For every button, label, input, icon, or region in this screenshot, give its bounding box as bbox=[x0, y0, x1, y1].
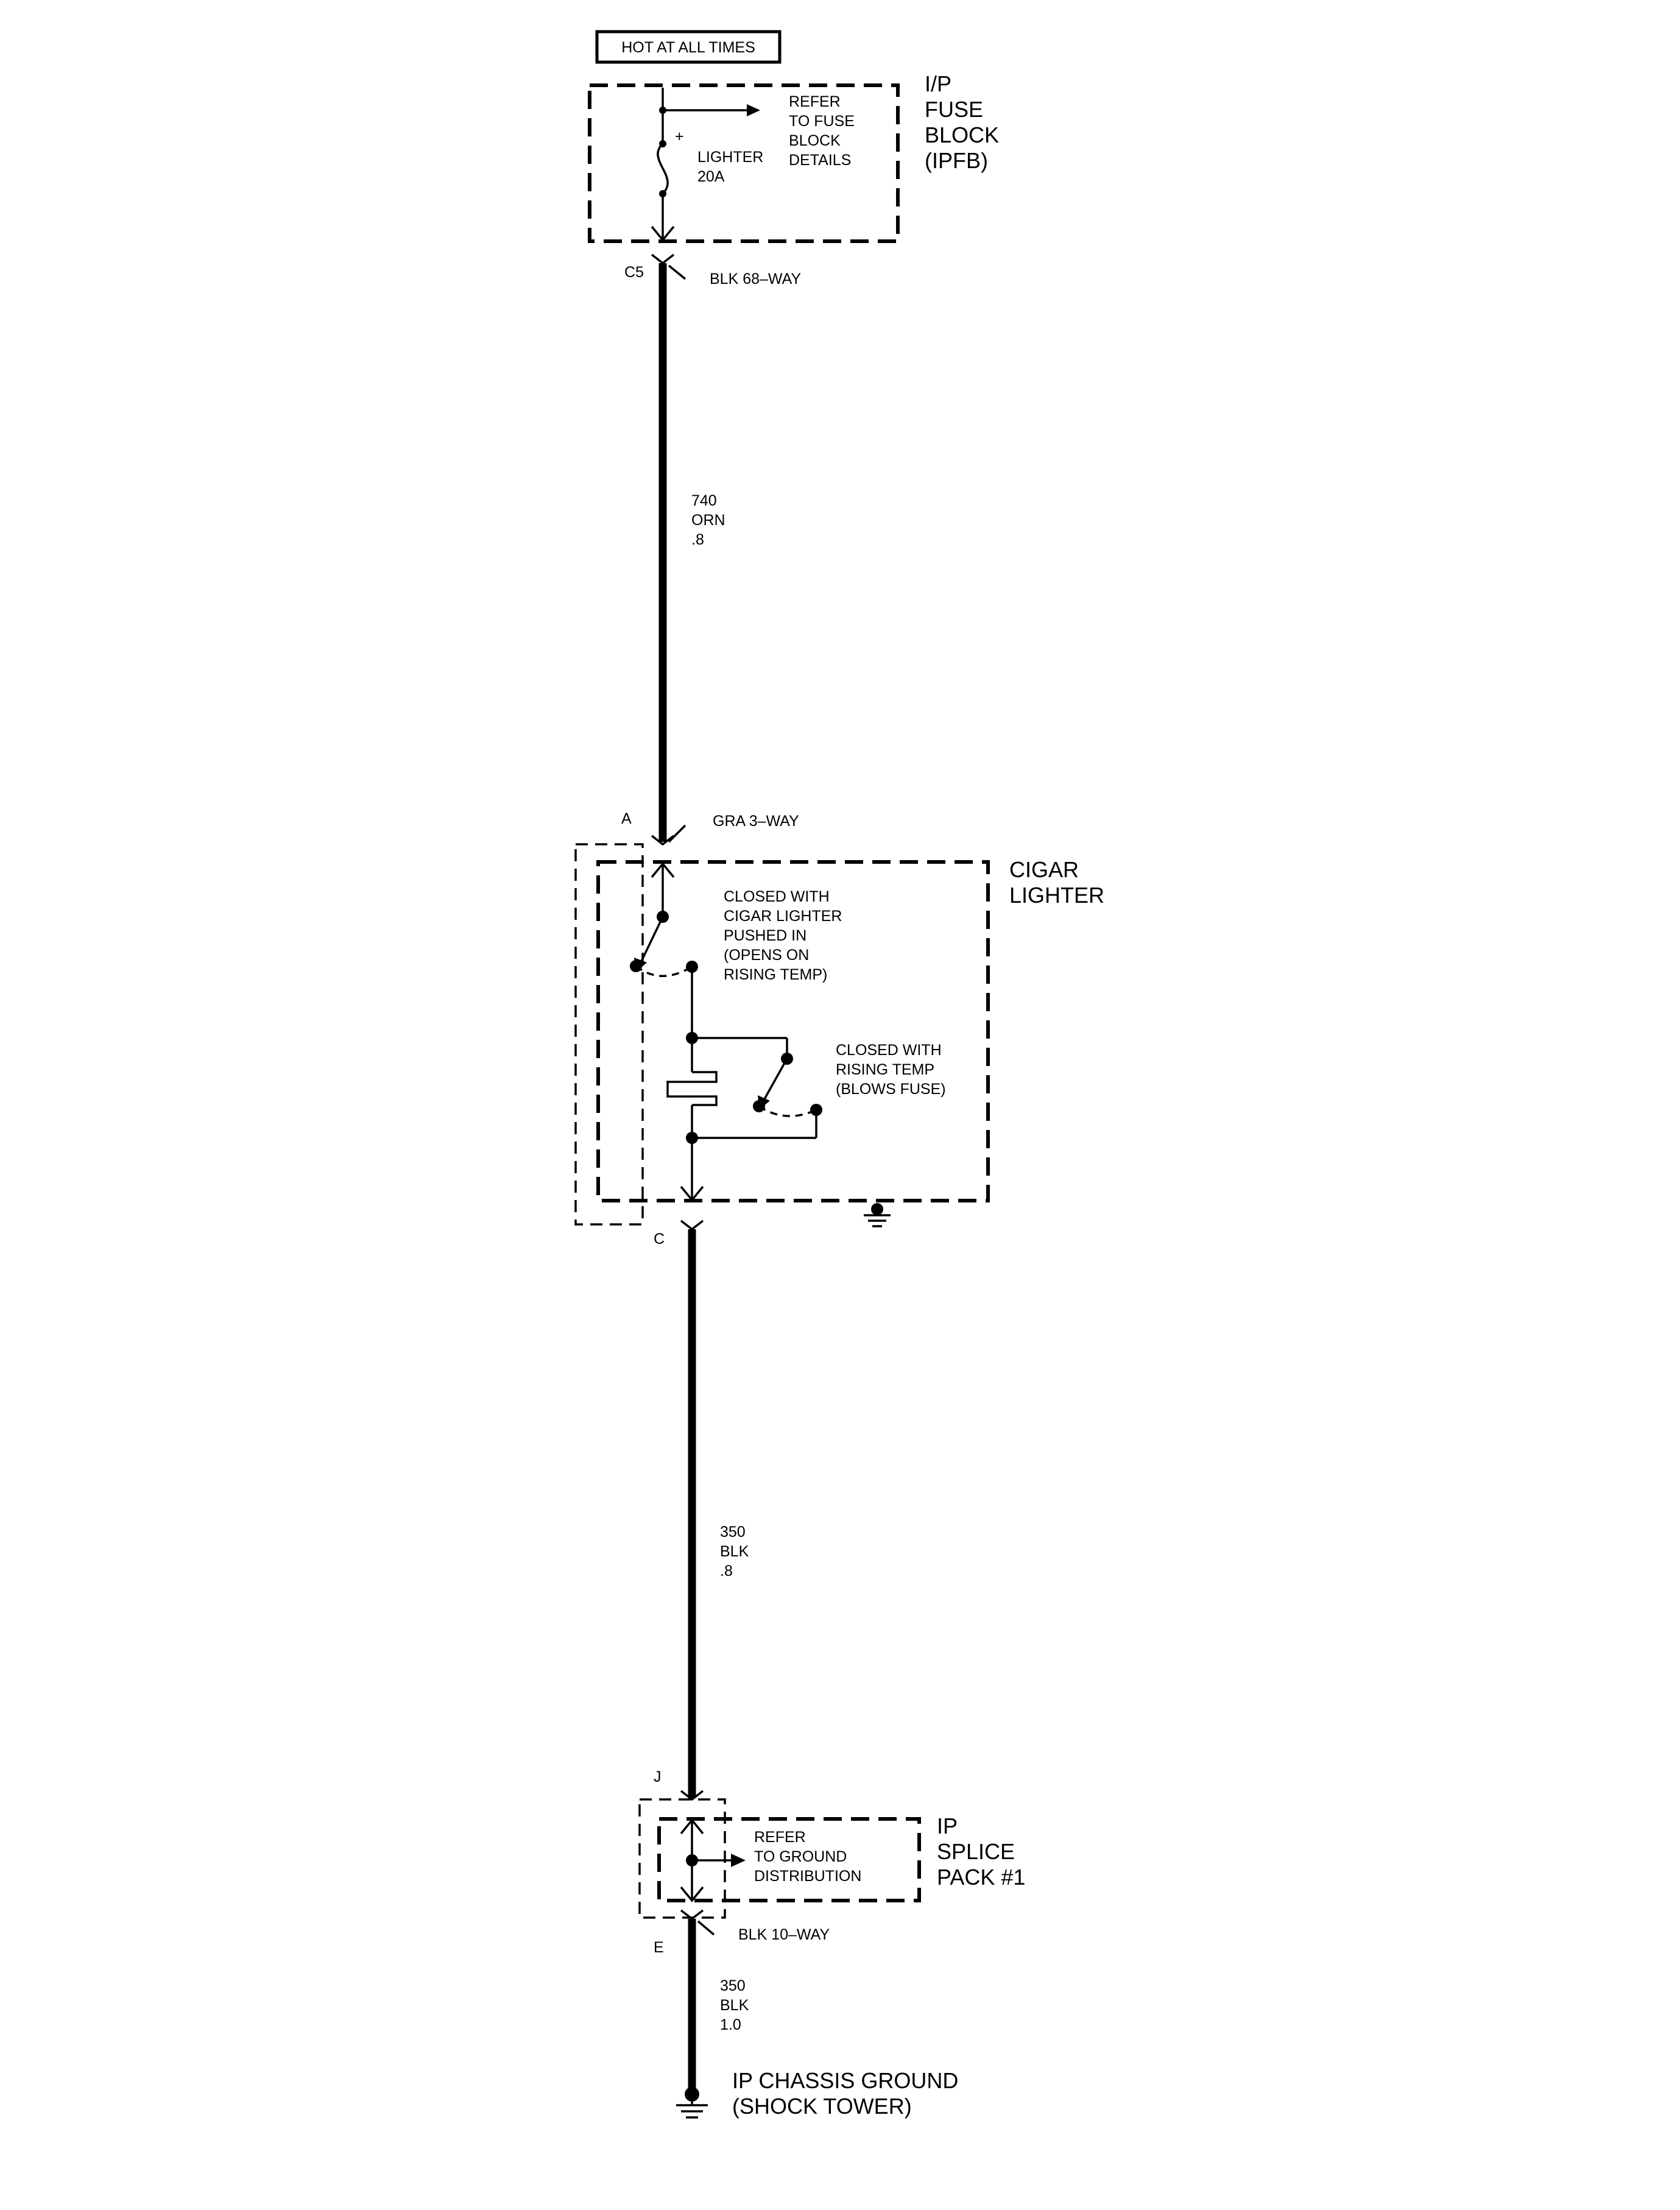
cigar-lighter-outline bbox=[596, 860, 990, 1202]
connector-pin-c: C bbox=[654, 1230, 665, 1248]
switch1-desc-5: RISING TEMP) bbox=[724, 966, 827, 983]
splice-pin-j: J bbox=[654, 1768, 662, 1785]
case-ground-icon bbox=[864, 1203, 891, 1227]
connector-chevron-icon bbox=[680, 1220, 704, 1231]
switch-1-icon bbox=[630, 911, 698, 977]
refer-arrow-icon bbox=[747, 104, 760, 116]
connector-housing-outline bbox=[574, 843, 644, 1226]
connector-arrow-icon bbox=[651, 225, 675, 242]
fuse-refer-4: DETAILS bbox=[789, 152, 851, 169]
connector-pin-a: A bbox=[621, 810, 632, 827]
connector-chevron-icon bbox=[680, 1790, 704, 1801]
power-label: HOT AT ALL TIMES bbox=[621, 39, 755, 56]
cigar-lighter-title-1: CIGAR bbox=[1009, 857, 1079, 882]
connector-chevron-icon bbox=[651, 835, 675, 846]
cigar-lighter: CIGAR LIGHTER CLOSED WITH CIGAR LIGHTER … bbox=[574, 843, 1104, 1227]
fuse-plus-mark: + bbox=[675, 128, 684, 145]
cigar-lighter-title-2: LIGHTER bbox=[1009, 883, 1104, 908]
fuse-block-title-3: BLOCK bbox=[925, 122, 999, 147]
fuse-block-outline bbox=[588, 83, 900, 243]
splice-pack: J IP SPLICE PACK #1 REFER TO GROUND DIST… bbox=[638, 1768, 1025, 1956]
splice-title-3: PACK #1 bbox=[937, 1865, 1025, 1890]
fuse-name: LIGHTER bbox=[697, 149, 763, 166]
wire-350a-circuit: 350 bbox=[720, 1523, 746, 1541]
splice-pack-outline bbox=[657, 1817, 921, 1902]
splice-entry-arrow-icon bbox=[680, 1818, 704, 1835]
connector-c5: C5 BLK 68–WAY bbox=[624, 253, 801, 288]
splice-refer-2: TO GROUND bbox=[754, 1848, 847, 1865]
switch1-desc-1: CLOSED WITH bbox=[724, 888, 830, 905]
splice-refer-3: DISTRIBUTION bbox=[754, 1868, 861, 1885]
splice-refer-1: REFER bbox=[754, 1829, 806, 1846]
fuse-block-title-4: (IPFB) bbox=[925, 148, 988, 173]
power-source-box: HOT AT ALL TIMES bbox=[595, 30, 782, 64]
connector-chevron-icon bbox=[651, 253, 675, 265]
switch2-desc-2: RISING TEMP bbox=[836, 1061, 934, 1078]
switch1-desc-2: CIGAR LIGHTER bbox=[724, 908, 842, 925]
switch2-desc-1: CLOSED WITH bbox=[836, 1042, 942, 1059]
connector-cigar-top: A GRA 3–WAY bbox=[621, 810, 799, 846]
wire-740-gauge: .8 bbox=[691, 531, 704, 548]
fuse-refer-1: REFER bbox=[789, 93, 841, 110]
refer-arrow-icon bbox=[731, 1854, 746, 1867]
heating-element-icon bbox=[666, 1038, 718, 1138]
c5-pin: C5 bbox=[624, 264, 644, 281]
splice-housing-outline bbox=[638, 1798, 726, 1919]
wire-350b-color: BLK bbox=[720, 1997, 749, 2014]
connector-cigar-desc: GRA 3–WAY bbox=[713, 813, 799, 830]
chassis-ground-icon bbox=[676, 2087, 708, 2119]
wire-350a-color: BLK bbox=[720, 1543, 749, 1560]
fuse-refer-3: BLOCK bbox=[789, 132, 841, 149]
splice-title-1: IP bbox=[937, 1813, 958, 1838]
switch1-desc-3: PUSHED IN bbox=[724, 927, 806, 944]
splice-exit-arrow-icon bbox=[680, 1886, 704, 1902]
entry-arrow-icon bbox=[651, 862, 675, 878]
wire-350a-gauge: .8 bbox=[720, 1562, 733, 1580]
fuse-block: I/P FUSE BLOCK (IPFB) REFER TO FUSE BLOC… bbox=[588, 71, 999, 243]
switch2-desc-3: (BLOWS FUSE) bbox=[836, 1081, 946, 1098]
wire-350b-gauge: 1.0 bbox=[720, 2016, 741, 2033]
fuse-refer-2: TO FUSE bbox=[789, 113, 855, 130]
switch-2-icon bbox=[753, 1053, 822, 1117]
wire-350b-circuit: 350 bbox=[720, 1977, 746, 1994]
fuse-block-title-1: I/P bbox=[925, 71, 951, 96]
splice-connector-desc: BLK 10–WAY bbox=[738, 1926, 830, 1943]
splice-pin-e: E bbox=[654, 1939, 664, 1956]
wire-740-color: ORN bbox=[691, 512, 725, 529]
ground-label-1: IP CHASSIS GROUND bbox=[732, 2068, 958, 2093]
fuse-rating: 20A bbox=[697, 168, 725, 185]
fuse-icon bbox=[657, 140, 669, 197]
exit-arrow-icon bbox=[680, 1185, 704, 1202]
fuse-block-title-2: FUSE bbox=[925, 97, 983, 122]
c5-desc: BLK 68–WAY bbox=[710, 270, 801, 288]
splice-title-2: SPLICE bbox=[937, 1839, 1015, 1864]
ground-label-2: (SHOCK TOWER) bbox=[732, 2094, 912, 2119]
wire-740-circuit: 740 bbox=[691, 492, 717, 509]
switch1-desc-4: (OPENS ON bbox=[724, 947, 809, 964]
